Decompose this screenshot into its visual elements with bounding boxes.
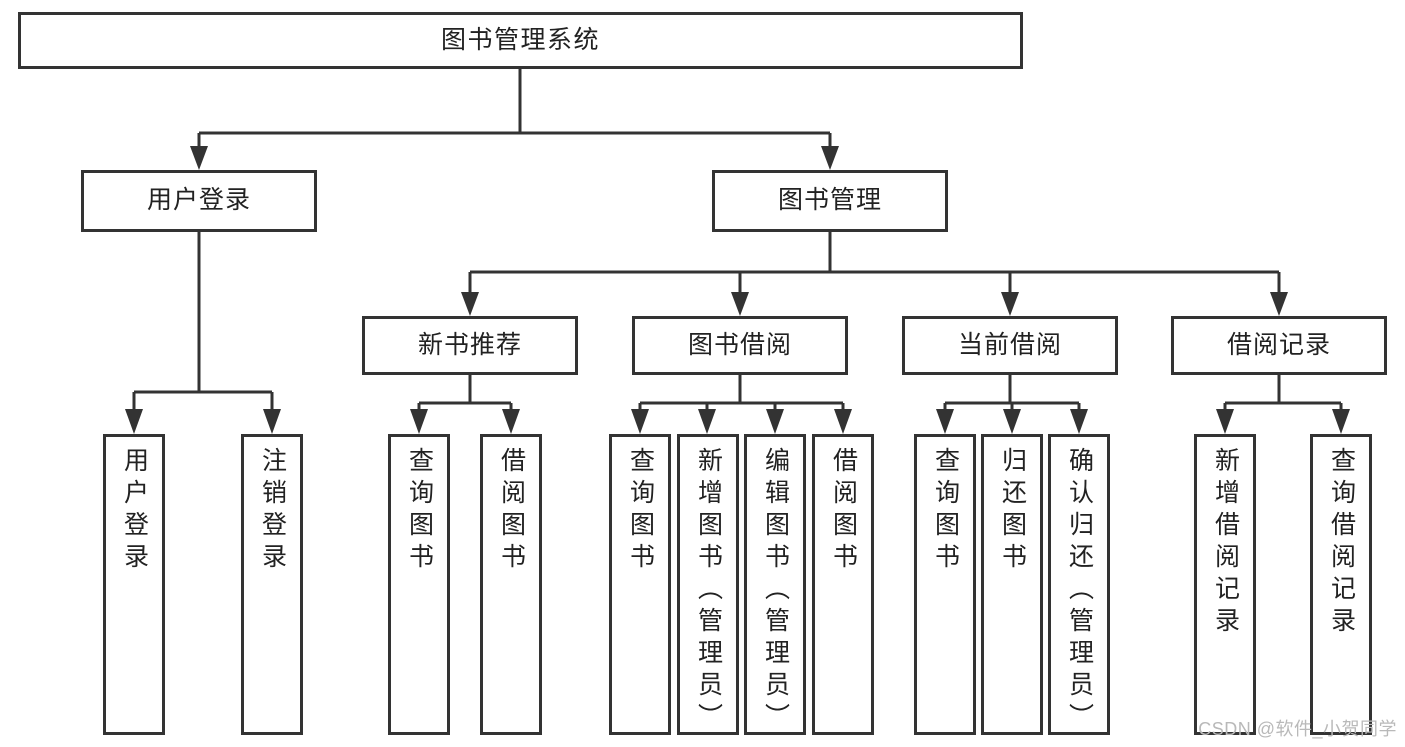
node-label: 图书借阅 [687,330,792,359]
node-label: 新增借阅记录 [1211,447,1240,639]
node-book-borrowing[interactable]: 图书借阅 [632,316,848,375]
leaf-query-books-borrow[interactable]: 查询图书 [609,434,671,735]
node-label: 确认归还（管理员） [1065,447,1094,735]
node-current-borrowing[interactable]: 当前借阅 [902,316,1118,375]
node-label: 用户登录 [146,186,251,215]
leaf-confirm-return-admin[interactable]: 确认归还（管理员） [1048,434,1110,735]
leaf-borrow-books-new[interactable]: 借阅图书 [480,434,542,735]
leaf-edit-book-admin[interactable]: 编辑图书（管理员） [744,434,806,735]
node-label: 借阅记录 [1226,330,1331,359]
node-label: 查询图书 [931,447,960,575]
node-book-management[interactable]: 图书管理 [712,170,948,232]
node-new-book-recommendation[interactable]: 新书推荐 [362,316,578,375]
node-root-library-management-system[interactable]: 图书管理系统 [18,12,1023,69]
node-label: 查询借阅记录 [1327,447,1356,639]
leaf-query-books-current[interactable]: 查询图书 [914,434,976,735]
node-user-login[interactable]: 用户登录 [81,170,317,232]
node-label: 图书管理 [777,186,882,215]
node-label: 归还图书 [998,447,1027,575]
node-label: 查询图书 [626,447,655,575]
leaf-logout[interactable]: 注销登录 [241,434,303,735]
leaf-add-borrow-record[interactable]: 新增借阅记录 [1194,434,1256,735]
leaf-query-borrow-record[interactable]: 查询借阅记录 [1310,434,1372,735]
leaf-borrow-books[interactable]: 借阅图书 [812,434,874,735]
leaf-add-book-admin[interactable]: 新增图书（管理员） [677,434,739,735]
node-label: 新增图书（管理员） [694,447,723,735]
node-label: 用户登录 [120,447,149,575]
node-label: 当前借阅 [957,330,1062,359]
node-label: 编辑图书（管理员） [761,447,790,735]
node-label: 借阅图书 [497,447,526,575]
node-label: 新书推荐 [417,330,522,359]
leaf-user-login[interactable]: 用户登录 [103,434,165,735]
node-label: 图书管理系统 [440,25,600,54]
node-label: 注销登录 [258,447,287,575]
leaf-query-books-new[interactable]: 查询图书 [388,434,450,735]
node-borrow-records[interactable]: 借阅记录 [1171,316,1387,375]
leaf-return-books[interactable]: 归还图书 [981,434,1043,735]
node-label: 查询图书 [405,447,434,575]
node-label: 借阅图书 [829,447,858,575]
